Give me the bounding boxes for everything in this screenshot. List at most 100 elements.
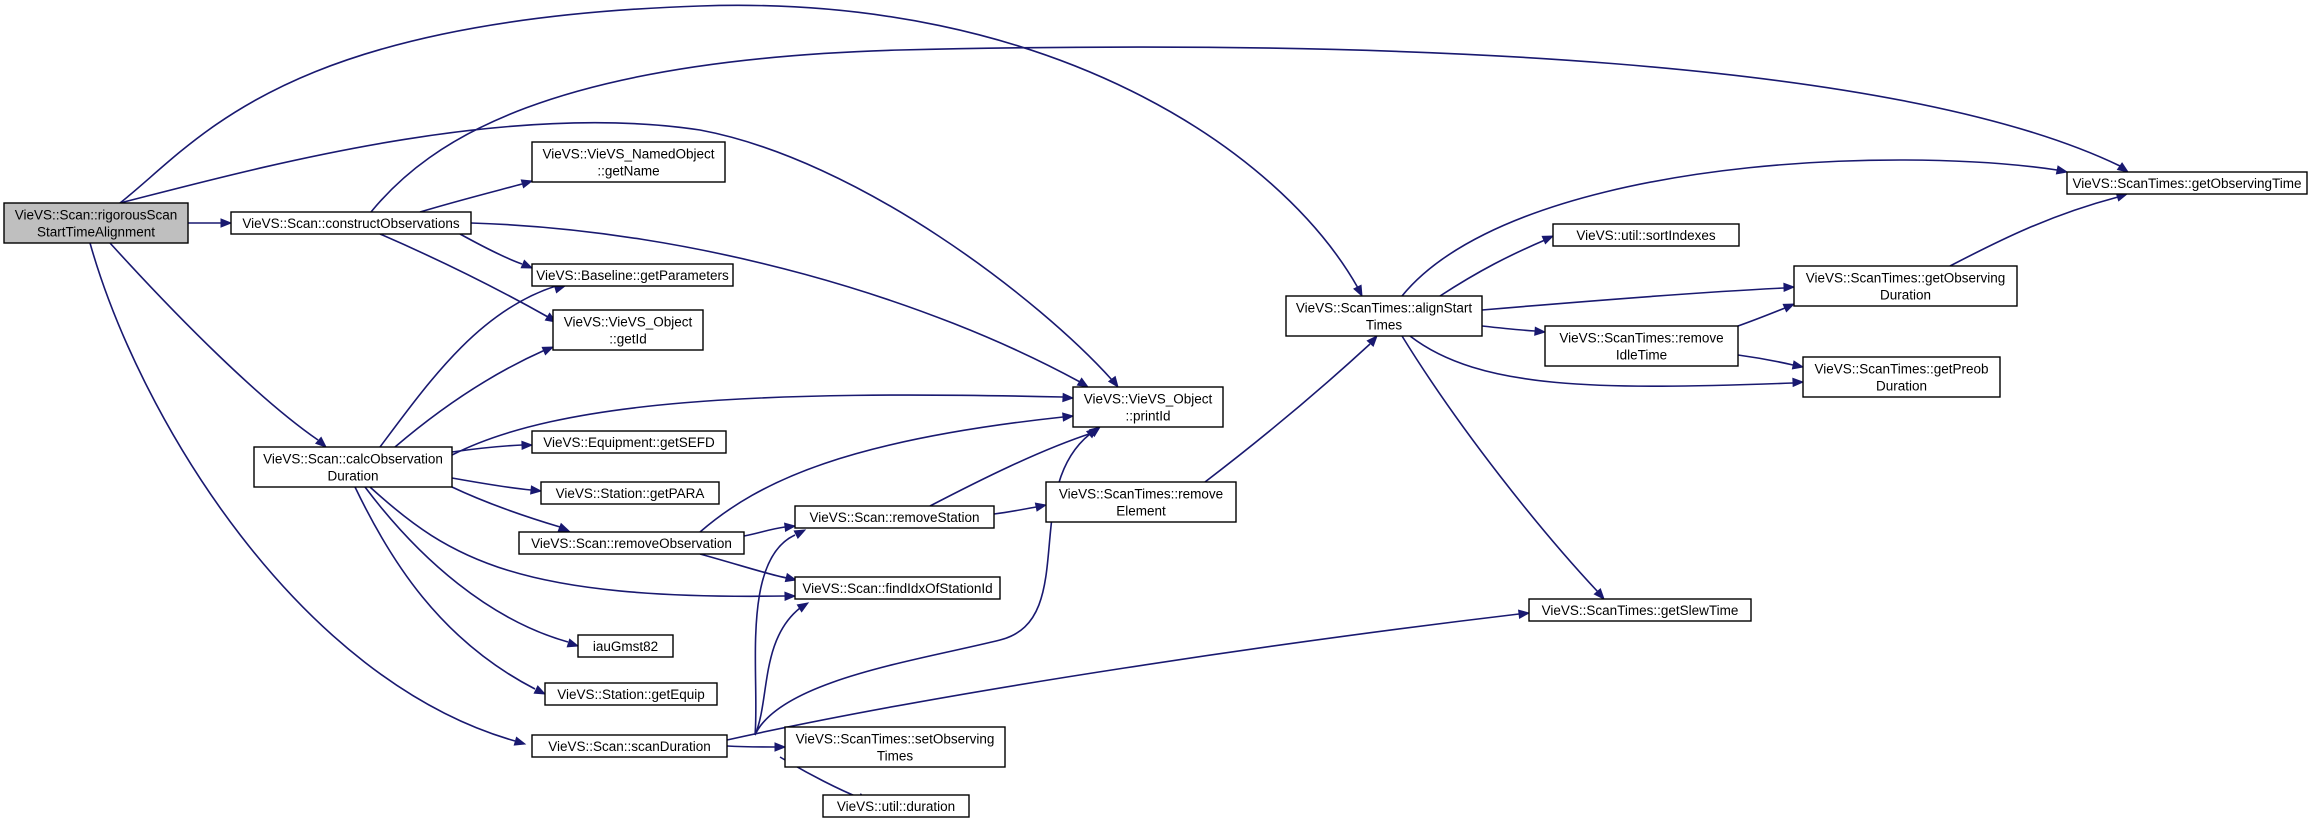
node-box [2066,171,2308,195]
node-getequip[interactable]: VieVS::Station::getEquip [544,682,718,706]
arrowhead [1366,335,1378,347]
node-rigorous[interactable]: VieVS::Scan::rigorousScanStartTimeAlignm… [3,202,189,244]
call-edges [89,4,2130,803]
node-sefd[interactable]: VieVS::Equipment::getSEFD [531,430,727,454]
arrowhead [774,742,787,752]
node-label: VieVS::util::duration [837,799,955,814]
arrowhead [1534,326,1547,336]
edge-line [754,534,796,736]
edge-rigorous-to-scandur [89,242,527,746]
edge-line [470,222,1081,383]
edge-calc-to-removeobs [451,486,571,532]
edge-line [451,444,523,453]
arrowhead [220,218,233,228]
node-box [540,481,720,505]
edge-getobsdur-to-getobstime [1949,192,2129,267]
node-getslew[interactable]: VieVS::ScanTimes::getSlewTime [1528,598,1752,622]
edge-line [364,486,569,643]
edge-removeidle-to-getobsdur [1737,303,1796,327]
edge-line [726,745,776,748]
node-label: Duration [1876,379,1927,394]
node-box [544,682,718,706]
edge-line [369,486,786,598]
node-box [794,505,995,529]
edge-removeidle-to-getpreob [1737,354,1805,370]
arrowhead [1085,427,1099,439]
node-box [253,446,453,488]
node-label: VieVS::Scan::findIdxOfStationId [802,581,992,596]
node-named[interactable]: VieVS::VieVS_NamedObject::getName [531,141,726,183]
node-box [577,634,674,658]
node-removestation[interactable]: VieVS::Scan::removeStation [794,505,995,529]
edge-line [451,486,561,528]
arrowhead [1062,392,1075,403]
node-printid[interactable]: VieVS::VieVS_Object::printId [1072,386,1224,428]
node-sortidx[interactable]: VieVS::util::sortIndexes [1552,223,1740,247]
arrowhead [541,346,555,356]
edge-removeobs-to-printid [699,412,1075,533]
edge-construct-to-printid [470,222,1090,388]
node-box [1802,356,2001,398]
edge-scandur-to-removestation [754,529,807,736]
edge-line [1204,343,1371,483]
edge-line [379,233,549,318]
edge-line [89,242,516,742]
edge-calc-to-baseline [379,284,567,448]
edge-construct-to-getobstime [370,46,2130,213]
node-label: VieVS::VieVS_Object [564,315,693,330]
edge-calc-to-getequip [354,486,547,695]
edge-removeelem-to-align [1204,335,1378,483]
node-label: VieVS::Scan::rigorousScan [15,208,178,223]
node-label: VieVS::VieVS_Object [1084,392,1213,407]
arrowhead [566,638,580,648]
node-label: VieVS::Scan::calcObservation [263,452,443,467]
node-removeobs[interactable]: VieVS::Scan::removeObservation [518,531,745,555]
arrowhead [1782,303,1796,313]
node-getid[interactable]: VieVS::VieVS_Object::getId [552,309,704,351]
node-construct[interactable]: VieVS::Scan::constructObservations [230,211,472,235]
arrowhead [1593,587,1605,601]
node-box [531,263,734,287]
node-label: StartTimeAlignment [37,225,155,240]
node-label: VieVS::util::sortIndexes [1576,228,1716,243]
node-box [1793,265,2018,307]
edge-line [1481,325,1536,332]
node-label: iauGmst82 [593,639,658,654]
edge-line [726,613,1520,741]
arrowhead [784,522,797,532]
node-label: VieVS::Equipment::getSEFD [543,435,715,450]
node-label: Duration [327,469,378,484]
arrowhead [1792,377,1805,388]
arrowhead [1107,375,1119,389]
node-gmst[interactable]: iauGmst82 [577,634,674,658]
node-label: VieVS::ScanTimes::remove [1059,487,1223,502]
edge-line [699,553,788,579]
edge-line [451,394,1064,456]
node-label: VieVS::Scan::constructObservations [242,216,460,231]
arrowhead [796,602,810,613]
arrowhead [793,529,807,539]
node-label: Element [1116,504,1166,519]
edge-line [1439,239,1546,297]
node-findidx[interactable]: VieVS::Scan::findIdxOfStationId [794,576,1001,600]
node-duration[interactable]: VieVS::util::duration [822,794,970,818]
arrowhead [2116,162,2130,173]
edge-calc-to-getid [394,346,555,448]
edge-line [699,416,1064,533]
node-box [794,576,1001,600]
node-baseline[interactable]: VieVS::Baseline::getParameters [531,263,734,287]
edge-scandur-to-setobs [726,742,787,752]
node-box [1544,325,1739,367]
node-getobstime[interactable]: VieVS::ScanTimes::getObservingTime [2066,171,2308,195]
arrowhead [557,522,571,532]
node-scandur[interactable]: VieVS::Scan::scanDuration [531,734,728,758]
edge-align-to-removeidle [1481,325,1547,336]
node-para[interactable]: VieVS::Station::getPARA [540,481,720,505]
